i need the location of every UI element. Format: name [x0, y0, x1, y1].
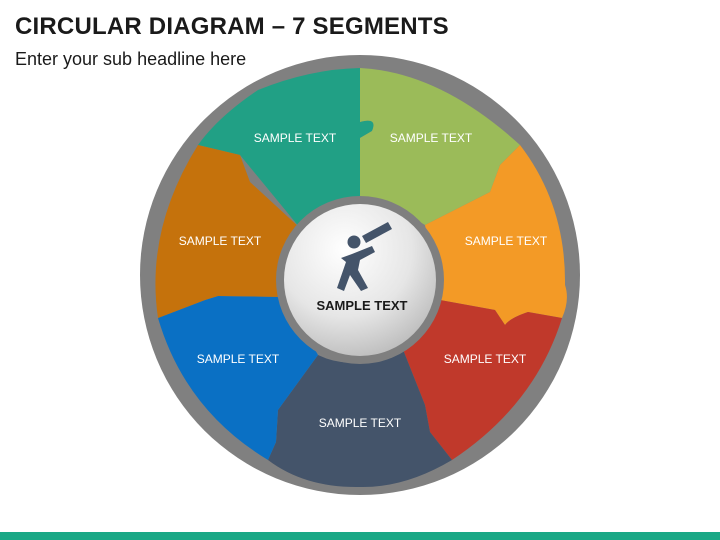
segment-2-label: SAMPLE TEXT — [390, 131, 473, 145]
segment-group — [155, 68, 567, 488]
page-subtitle: Enter your sub headline here — [15, 49, 247, 69]
person-with-telescope-icon — [337, 222, 392, 291]
segment-3[interactable] — [425, 145, 567, 325]
segment-4-label: SAMPLE TEXT — [444, 352, 527, 366]
center-label: SAMPLE TEXT — [316, 298, 407, 313]
segment-1[interactable] — [198, 68, 374, 228]
segment-6[interactable] — [158, 296, 318, 460]
segment-5[interactable] — [268, 342, 452, 488]
segment-6-label: SAMPLE TEXT — [197, 352, 280, 366]
footer-accent-bar — [0, 532, 720, 540]
segment-7[interactable] — [155, 145, 300, 318]
segment-5-label: SAMPLE TEXT — [319, 416, 402, 430]
segment-1-label: SAMPLE TEXT — [254, 131, 337, 145]
segment-3-label: SAMPLE TEXT — [465, 234, 548, 248]
segment-4[interactable] — [400, 300, 562, 460]
page-title: CIRCULAR DIAGRAM – 7 SEGMENTS — [15, 13, 449, 40]
segment-7-label: SAMPLE TEXT — [179, 234, 262, 248]
segment-2[interactable] — [360, 68, 520, 225]
